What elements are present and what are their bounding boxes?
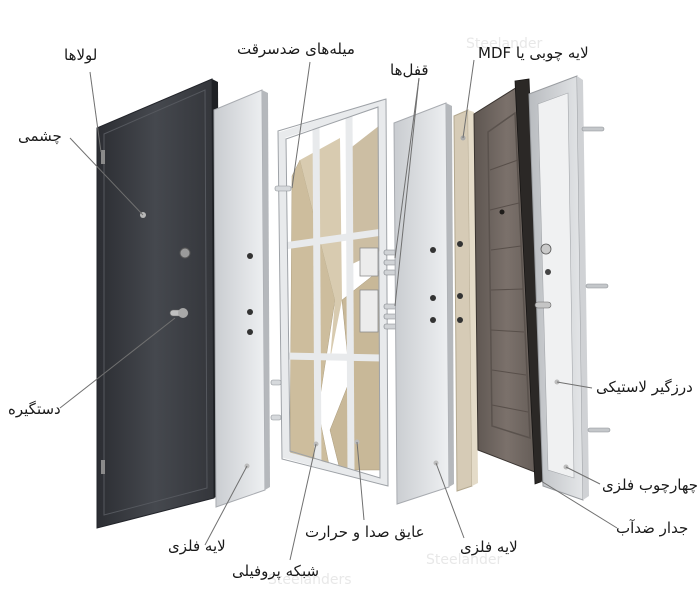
leader-metal-right xyxy=(435,462,465,539)
profile-grid xyxy=(270,98,401,487)
label-peephole: چشمی xyxy=(18,127,62,145)
label-metal-layer-right: لایه فلزی xyxy=(460,538,518,556)
mdf-layer xyxy=(453,109,478,492)
leader-grid xyxy=(289,443,317,561)
inner-wood-leaf xyxy=(473,78,547,485)
leader-mdf xyxy=(462,59,475,139)
leader-peephole xyxy=(69,137,144,216)
inner-lock-cylinder xyxy=(540,243,552,255)
leader-metal-left xyxy=(204,465,248,546)
inner-handle-icon xyxy=(534,301,552,309)
label-anti-theft-bars: میله‌های ضدسرقت xyxy=(237,40,355,58)
metal-frame xyxy=(528,75,611,501)
leader-wall xyxy=(540,480,618,529)
watermark-bottom: Steelanders xyxy=(268,572,352,588)
label-waterproof-wall: جدار ضدآب xyxy=(616,519,689,537)
anti-theft-bar xyxy=(274,185,292,192)
leader-bars xyxy=(291,61,311,189)
metal-layer-panel-right xyxy=(393,102,454,505)
leader-insulation xyxy=(356,441,365,521)
watermark-top: Steelander xyxy=(466,36,543,52)
metal-layer-panel-left xyxy=(213,89,270,508)
lock-body-upper xyxy=(359,247,379,277)
label-profile-grid: شبکه پروفیلی xyxy=(232,562,320,580)
lock-body-lower xyxy=(359,289,379,333)
leader-lines xyxy=(59,59,618,561)
lock-cylinder xyxy=(179,247,191,259)
label-metal-layer-left: لایه فلزی xyxy=(168,537,226,555)
label-handle: دستگیره xyxy=(8,400,61,418)
leader-seal xyxy=(556,381,593,389)
label-metal-frame: چهارچوب فلزی xyxy=(602,476,699,494)
label-mdf-layer: لایه چوبی یا MDF xyxy=(478,44,589,62)
outer-metal-leaf xyxy=(96,78,220,529)
leader-locks xyxy=(394,77,420,259)
label-insulation: عایق صدا و حرارت xyxy=(305,523,425,541)
leader-handle xyxy=(59,317,176,409)
label-rubber-seal: درزگیر لاستیکی xyxy=(596,378,693,396)
leader-hinges xyxy=(89,71,102,153)
leader-frame xyxy=(565,466,601,485)
label-hinges: لولاها xyxy=(64,46,98,64)
watermark-mid: Steelander xyxy=(426,552,503,568)
label-locks: قفل‌ها xyxy=(390,61,429,79)
